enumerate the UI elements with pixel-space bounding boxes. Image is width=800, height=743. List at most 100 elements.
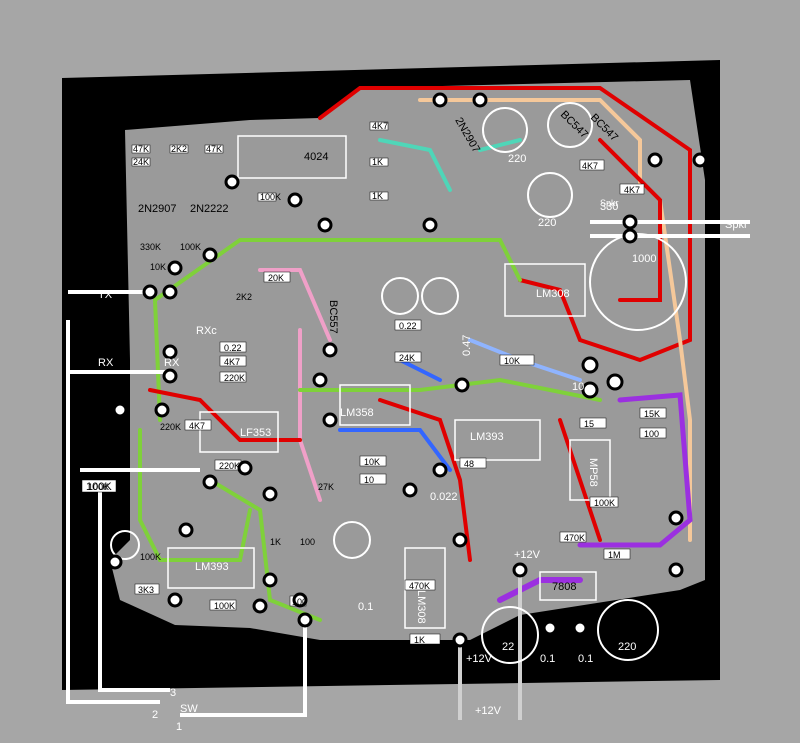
spkr-label: Spkr bbox=[725, 219, 748, 231]
resistor-value-label: 27K bbox=[318, 482, 334, 492]
cap-top-left bbox=[547, 102, 593, 148]
blue-trace bbox=[338, 428, 452, 472]
cap-22 bbox=[481, 606, 539, 664]
cap-220-b bbox=[527, 172, 573, 218]
resistor-value-label: 100K bbox=[594, 498, 615, 508]
cap-220-c bbox=[597, 599, 659, 661]
resistor-value-label: 220K bbox=[224, 373, 245, 383]
resistor-marks bbox=[81, 121, 667, 645]
resistor-value-label: 4K7 bbox=[624, 185, 640, 195]
pot-100k-label: 100K bbox=[86, 481, 112, 493]
cap-10-a bbox=[421, 277, 459, 315]
resistor-value-label: 100 bbox=[292, 597, 307, 607]
ic-lm358-outline bbox=[339, 384, 411, 426]
red-trace-top bbox=[318, 86, 692, 363]
resistor-value-label: 470K bbox=[564, 533, 585, 543]
resistor-value-label: 100K bbox=[88, 482, 109, 492]
ic-lm308a-label: LM308 bbox=[536, 288, 570, 300]
resistor-value-label: 1K bbox=[372, 191, 383, 201]
red-trace-right bbox=[558, 418, 602, 542]
resistor-value-label: 2K2 bbox=[236, 292, 252, 302]
cap-1000 bbox=[589, 233, 687, 331]
resistor-value-label: 1K bbox=[372, 157, 383, 167]
resistor-value-label: 4K7 bbox=[224, 357, 240, 367]
c0022-label: 0.022 bbox=[430, 491, 458, 503]
sw1-label: 1 bbox=[176, 721, 182, 733]
resistor-value-label: 10K bbox=[504, 356, 520, 366]
ic-4024-outline bbox=[237, 135, 347, 179]
resistor-value-label: 47K bbox=[133, 144, 149, 154]
red-trace-right-2 bbox=[598, 138, 662, 302]
resistor-value-label: 100K bbox=[180, 242, 201, 252]
sw2-label: 2 bbox=[152, 709, 158, 721]
resistor-value-label: 100 bbox=[300, 537, 315, 547]
resistor-value-label: 220K bbox=[219, 461, 240, 471]
ic-lm308a-outline bbox=[504, 263, 586, 317]
cap-10-c bbox=[333, 521, 371, 559]
ic-mp58-label: MP58 bbox=[587, 458, 599, 487]
c01a-label: 0.1 bbox=[540, 653, 555, 665]
resistor-value-label: 0.1 bbox=[580, 642, 593, 652]
resistor-value-label: 330K bbox=[140, 242, 161, 252]
resistor-value-label: 2K2 bbox=[171, 144, 187, 154]
rx-label: RX bbox=[98, 357, 114, 369]
resistor-value-label: 48 bbox=[464, 459, 474, 469]
resistor-value-label: 4K7 bbox=[189, 421, 205, 431]
sw-wire-2 bbox=[66, 320, 160, 704]
plus12v-label-a: +12V bbox=[466, 653, 493, 665]
c01c-label: 0.1 bbox=[358, 601, 373, 613]
resistor-value-label: 1K bbox=[270, 537, 281, 547]
spkr-small-label: Spkr bbox=[600, 198, 619, 208]
c10-label: 10 bbox=[572, 381, 584, 393]
red-trace-left bbox=[148, 388, 302, 442]
ic-lm308b-label: LM308 bbox=[415, 590, 427, 624]
resistor-value-label: 100K bbox=[140, 552, 161, 562]
tx-label: TX bbox=[98, 289, 113, 301]
ic-7808-outline bbox=[539, 571, 597, 601]
resistor-value-label: 47K bbox=[206, 144, 222, 154]
green-trace-mid bbox=[152, 238, 522, 422]
c01b-label: 0.1 bbox=[578, 653, 593, 665]
cap-220-a bbox=[482, 107, 528, 153]
cap-10-b bbox=[381, 277, 419, 315]
labels: TX RX Spkr Spkr SW 1 2 3 +12V +12V +12V … bbox=[86, 109, 748, 733]
c330-label: 330 bbox=[600, 201, 618, 213]
peach-trace-top bbox=[418, 98, 642, 192]
green-trace-left bbox=[138, 428, 252, 562]
resistor-value-label: 0.22 bbox=[399, 321, 417, 331]
rxc-label: RXc bbox=[196, 325, 217, 337]
peach-trace-right bbox=[658, 198, 692, 542]
resistor-value-label: 1K bbox=[414, 635, 425, 645]
c220a-label: 220 bbox=[508, 153, 526, 165]
ic-lm393a-label: LM393 bbox=[470, 431, 504, 443]
ic-lm393b-label: LM393 bbox=[195, 561, 229, 573]
resistor-value-label: 0.1 bbox=[545, 642, 558, 652]
rx-small-label: RX bbox=[164, 357, 180, 369]
resistor-value-label: 100K bbox=[260, 192, 281, 202]
ic-lf353-outline bbox=[199, 411, 279, 453]
resistor-value-label: 470K bbox=[409, 581, 430, 591]
cap-10k-pad bbox=[110, 530, 140, 560]
resistor-value-label: 100 bbox=[644, 429, 659, 439]
green-trace-bottom bbox=[208, 478, 322, 622]
ic-lm393b-outline bbox=[167, 547, 255, 589]
resistor-value-label: 20K bbox=[268, 273, 284, 283]
resistor-value-label: 220K bbox=[160, 422, 181, 432]
blue-trace-2 bbox=[398, 358, 442, 382]
q1-label: 2N2907 bbox=[138, 203, 177, 215]
cyan-trace-2 bbox=[478, 138, 522, 152]
c1000-label: 1000 bbox=[632, 253, 656, 265]
electrolytic-caps bbox=[110, 102, 687, 664]
resistor-value-label: 24K bbox=[133, 157, 149, 167]
ic-7808-label: 7808 bbox=[552, 581, 576, 593]
purple-trace bbox=[577, 392, 693, 548]
plus12v-label-c: +12V bbox=[514, 549, 541, 561]
resistor-value-label: 3K3 bbox=[138, 585, 154, 595]
resistor-value-label: 10K bbox=[364, 457, 380, 467]
sw-label: SW bbox=[180, 703, 198, 715]
resistor-value-label: 100K bbox=[214, 601, 235, 611]
ic-lm393a-outline bbox=[454, 419, 541, 461]
c220c-label: 220 bbox=[618, 641, 636, 653]
